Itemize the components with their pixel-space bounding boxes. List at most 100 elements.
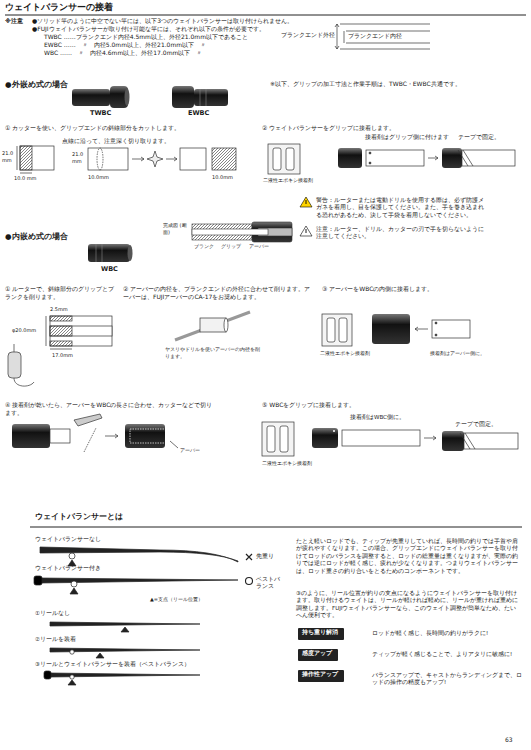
annotation-text: TWBC ……ブランクエンド内径4.5mm以上、外径21.0mm以下であること bbox=[44, 33, 304, 41]
arbor-cut-step bbox=[50, 429, 70, 443]
annotation-text: 警告：ルーターまたは電動ドリルを使用する際は、必ず防護メガネを着用し、目を保護し… bbox=[316, 197, 488, 219]
wbc-glue-step bbox=[464, 433, 518, 449]
warning-icon bbox=[300, 197, 312, 236]
glue-step-outer bbox=[428, 156, 438, 160]
blank-end-diagram bbox=[337, 24, 338, 49]
arbor-cut-step bbox=[170, 441, 178, 448]
grip-cut-step bbox=[17, 146, 236, 173]
ewbc-product bbox=[194, 89, 228, 106]
annotation-text: WBC bbox=[101, 265, 131, 274]
arbor-file-step bbox=[175, 312, 250, 340]
glue-step-outer bbox=[462, 150, 515, 166]
router-step bbox=[14, 378, 34, 386]
grip-cut-step bbox=[132, 157, 144, 161]
arbor-glue-step bbox=[327, 318, 335, 342]
annotation-text: ロッドが軽く感じ、長時間の釣りがラクに! bbox=[372, 630, 522, 637]
annotation-text: 二液性エポキシ接着剤 bbox=[320, 350, 400, 357]
blank-end-diagram bbox=[340, 24, 430, 49]
glue-step-outer bbox=[268, 144, 300, 174]
rod-figure bbox=[40, 578, 238, 583]
rod-figure bbox=[34, 547, 253, 594]
annotation-text: ▲=支点（リール位置） bbox=[150, 596, 260, 603]
section-rule bbox=[30, 527, 522, 528]
title-rule bbox=[5, 15, 526, 16]
wbc-glue-step bbox=[342, 430, 420, 446]
wbc-product bbox=[88, 244, 130, 262]
arbor-cut-step bbox=[125, 424, 165, 448]
wbc-glue-step bbox=[460, 433, 475, 449]
arbor-cut-step bbox=[84, 428, 96, 452]
annotation-text: グリップ bbox=[221, 243, 247, 250]
section-rule bbox=[30, 527, 522, 528]
annotation-text: ●外嵌め式の場合 bbox=[5, 80, 105, 90]
grip-cut-step bbox=[147, 151, 163, 167]
annotation-text: ④ 接着剤が乾いたら、アーバーをWBCの長さに合わせ、カッターなどで切ります。 bbox=[5, 401, 215, 417]
rod-figure bbox=[71, 581, 77, 587]
annotation-text: テープで固定。 bbox=[455, 421, 515, 428]
balance-figure bbox=[70, 675, 74, 679]
warning-icon bbox=[306, 200, 307, 204]
wbc-glue-step bbox=[280, 426, 288, 452]
annotation-text: 10.0 mm bbox=[14, 175, 44, 182]
badge-text: 感度アップ bbox=[302, 650, 334, 658]
annotation-text: ①リールなし bbox=[35, 610, 115, 617]
arbor-glue-step bbox=[432, 320, 470, 338]
rod-figure bbox=[34, 576, 42, 585]
annotation-text: ●内嵌め式の場合 bbox=[5, 232, 105, 242]
warning-icon bbox=[300, 226, 312, 236]
balance-figure bbox=[96, 653, 104, 658]
feature-badge: 操作性アップ bbox=[298, 670, 344, 682]
badge-text: 持ち重り解消 bbox=[302, 629, 340, 637]
arbor-file-step bbox=[224, 318, 228, 332]
annotation-text: ブランク bbox=[194, 243, 220, 250]
annotation-text: 10.0mm bbox=[212, 174, 242, 181]
arbor-glue-step bbox=[435, 334, 437, 336]
twbc-product bbox=[125, 88, 130, 106]
arbor-glue-step bbox=[372, 314, 410, 344]
balance-figure bbox=[68, 680, 76, 685]
annotation-text: 接着剤はグリップ側に付けます bbox=[365, 134, 465, 141]
balance-figure bbox=[44, 671, 51, 679]
wbc-product bbox=[102, 244, 103, 262]
annotation-text: ③ アーバーをWBCの内側に接着します。 bbox=[322, 285, 512, 293]
arbor-glue-step bbox=[322, 314, 470, 346]
router-step bbox=[8, 316, 112, 386]
annotation-text: 注意：ルーター、ドリル、カッターの刃で手を切らないように注意してください。 bbox=[316, 226, 488, 241]
annotation-text: 先重り bbox=[256, 553, 286, 560]
wbc-glue-step bbox=[262, 422, 294, 456]
blank-end-diagram bbox=[346, 31, 430, 43]
annotation-text: バランスアップで、キャストからランディングまで、ロッドの操作の精度もアップ! bbox=[372, 672, 522, 687]
annotation-text: ②リールを装着 bbox=[35, 636, 115, 643]
annotation-text: ウェイトバランサー付き bbox=[35, 565, 135, 572]
arbor-cut-step bbox=[105, 434, 118, 438]
twbc-product bbox=[72, 86, 130, 108]
annotation-text: 接着剤はWBC側に。 bbox=[350, 414, 430, 421]
ewbc-product bbox=[200, 89, 201, 106]
annotation-text: 21.0 mm bbox=[2, 150, 15, 164]
blank-end-diagram bbox=[344, 31, 345, 43]
annotation-text: ヤスリやドリルを使いアーバーの内径を削ります。 bbox=[165, 346, 260, 360]
annotation-text: EWBC bbox=[188, 109, 218, 118]
wbc-glue-step bbox=[424, 436, 436, 440]
glue-step-outer bbox=[366, 150, 424, 166]
ewbc-product bbox=[172, 86, 228, 108]
balance-figure bbox=[44, 622, 200, 685]
annotation-text: 10.0mm bbox=[88, 174, 118, 181]
balance-figure bbox=[50, 622, 200, 626]
blank-end-diagram bbox=[335, 24, 339, 49]
annotation-text: ① ルーターで、斜線部分のグリップとブランクを削ります。 bbox=[5, 285, 117, 301]
grip-cut-step bbox=[20, 146, 54, 170]
router-step bbox=[14, 344, 15, 352]
arbor-cut-step bbox=[12, 414, 178, 452]
finished-section bbox=[192, 222, 292, 242]
warning-icon bbox=[300, 197, 312, 207]
arbor-cut-step bbox=[130, 429, 170, 443]
title-rule bbox=[5, 15, 526, 16]
grip-cut-step bbox=[166, 157, 177, 161]
router-step bbox=[8, 352, 21, 378]
warning-icon bbox=[306, 229, 307, 233]
annotation-text: EWBC …… 〃 内径5.0mm以上、外径21.0mm以下 〃 bbox=[44, 41, 284, 49]
balance-figure bbox=[70, 650, 74, 654]
annotation-text: 点線に沿って、注意深く切り取ります。 bbox=[62, 138, 212, 145]
